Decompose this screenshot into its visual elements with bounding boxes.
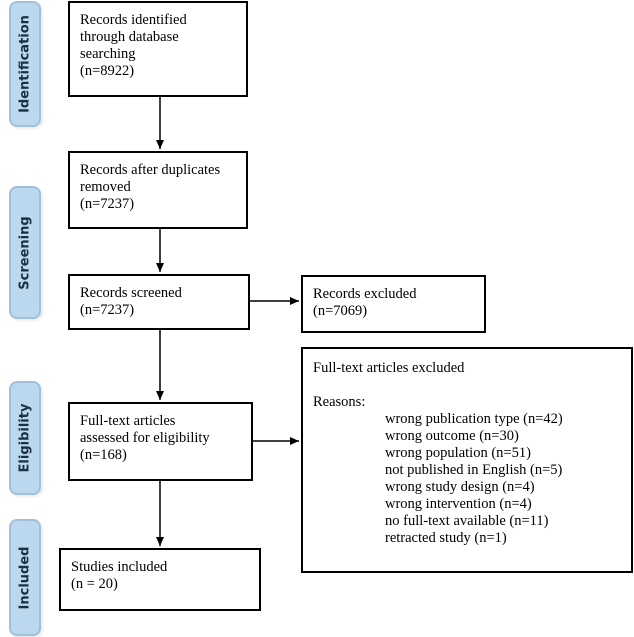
reason-item: no full-text available (n=11): [385, 513, 549, 529]
reasons-label: Reasons:: [313, 394, 366, 410]
box-line: (n=7237): [80, 302, 135, 318]
box-fulltext-excluded: Full-text articles excluded Reasons: wro…: [301, 347, 633, 573]
box-line: searching: [80, 46, 136, 62]
box-fulltext-assessed: Full-text articles assessed for eligibil…: [68, 402, 253, 481]
phase-identification: Identification: [9, 1, 41, 127]
box-line: (n=7069): [313, 303, 368, 319]
box-line: (n=168): [80, 447, 127, 463]
reason-item: wrong intervention (n=4): [385, 496, 532, 512]
box-line: (n = 20): [71, 576, 118, 592]
box-line: removed: [80, 179, 131, 195]
box-records-excluded: Records excluded (n=7069): [301, 275, 486, 333]
box-records-after-duplicates: Records after duplicates removed (n=7237…: [68, 151, 248, 229]
phase-screening: Screening: [9, 186, 41, 319]
box-records-screened: Records screened (n=7237): [68, 274, 250, 330]
box-line: Studies included: [71, 559, 168, 575]
reason-item: wrong publication type (n=42): [385, 411, 563, 427]
box-line: Records after duplicates: [80, 162, 221, 178]
box-line: assessed for eligibility: [80, 430, 210, 446]
reason-item: retracted study (n=1): [385, 530, 507, 546]
box-line: Records screened: [80, 285, 182, 301]
reason-item: not published in English (n=5): [385, 462, 563, 478]
box-records-identified: Records identified through database sear…: [68, 1, 248, 97]
phase-eligibility: Eligibility: [9, 381, 41, 495]
box-line: (n=7237): [80, 196, 135, 212]
spacer: [313, 377, 621, 394]
reason-item: wrong outcome (n=30): [385, 428, 519, 444]
reason-item: wrong population (n=51): [385, 445, 531, 461]
excluded-title: Full-text articles excluded: [313, 360, 465, 376]
reason-item: wrong study design (n=4): [385, 479, 535, 495]
box-line: Full-text articles: [80, 413, 176, 429]
box-studies-included: Studies included (n = 20): [59, 548, 261, 611]
box-line: Records identified: [80, 12, 187, 28]
box-line: Records excluded: [313, 286, 417, 302]
phase-included: Included: [9, 519, 41, 636]
box-line: (n=8922): [80, 63, 135, 79]
box-line: through database: [80, 29, 179, 45]
